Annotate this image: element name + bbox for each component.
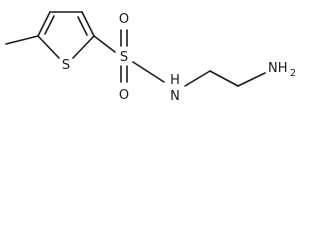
- amine-subscript-label: 2: [290, 68, 296, 79]
- methyl-bond: [5, 35, 39, 45]
- amide-nitrogen-label: N: [170, 89, 180, 104]
- oxygen-top-label: O: [119, 12, 129, 27]
- ring-bond-c4-c4-inner: [44, 15, 55, 35]
- oxygen-bottom-label: O: [119, 88, 129, 103]
- structure-diagram: S S O O N H NH 2: [5, 11, 296, 104]
- ring-bond-c5-c4: [37, 11, 51, 37]
- bond-sulfonyl-to-nitrogen: [132, 61, 165, 83]
- ring-bond-c3-c2: [81, 11, 95, 37]
- amide-hydrogen-label: H: [170, 73, 180, 88]
- bond-ring-to-sulfonyl: [93, 35, 116, 53]
- ring-bond-c2-s: [72, 35, 95, 59]
- sulfonyl-sulfur-label: S: [120, 50, 128, 65]
- bond-ch2-to-ch2: [209, 70, 239, 87]
- ring-sulfur-label: S: [62, 58, 70, 73]
- bond-ch2-to-amine: [237, 72, 266, 87]
- amine-group-label: NH: [268, 61, 288, 76]
- bond-nitrogen-to-ch2: [184, 70, 211, 87]
- ring-bond-s-c5: [37, 35, 60, 59]
- ring-bond-c3-c2-inner: [77, 16, 88, 36]
